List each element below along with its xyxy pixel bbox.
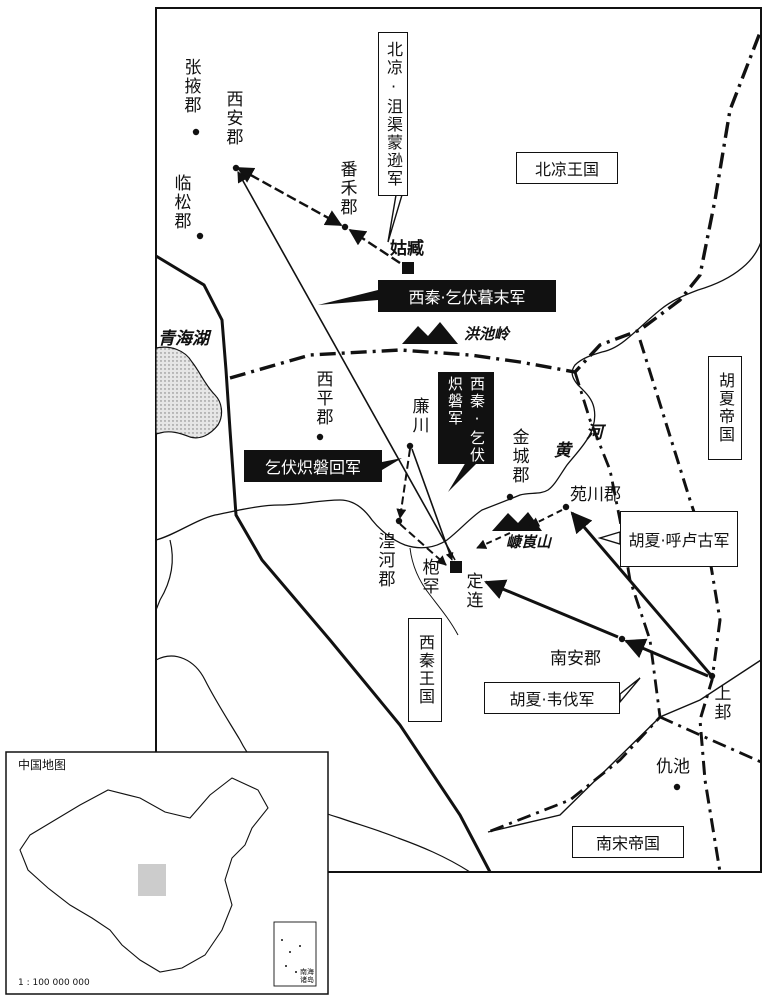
label-baohan: 枹罕	[418, 558, 439, 596]
city-dot-shanggui	[708, 672, 716, 680]
inset-south-sea-box	[273, 921, 317, 987]
label-zhangye: 张掖郡	[180, 58, 201, 115]
city-dot-baohan	[450, 561, 462, 573]
xiqin-west-border	[155, 254, 492, 873]
xiqin-east-border	[487, 371, 662, 834]
city-dot-jincheng	[506, 493, 514, 501]
map-frame	[155, 7, 762, 873]
city-dot-huanghe	[395, 517, 403, 525]
label-lianchuan: 廉川	[408, 397, 429, 435]
label-huanghe: 湟河郡	[374, 532, 395, 589]
beiliang-border	[229, 29, 763, 380]
city-dot-linsong	[196, 232, 204, 240]
city-dot-nanan	[618, 635, 626, 643]
box-xiqin-yifu-mumo: 西秦·乞伏暮末军	[378, 280, 556, 312]
label-qiuchi: 仇池	[656, 757, 690, 777]
box-xiqin-state: 西秦王国	[408, 618, 442, 722]
qinghai-lake	[155, 346, 223, 439]
label-qinglang: 嵻崀山	[506, 533, 552, 551]
box-yifu-chipan-return: 乞伏炽磐回军	[244, 450, 382, 482]
label-xian: 西安郡	[222, 90, 243, 147]
label-fanhe: 番禾郡	[336, 160, 357, 217]
box-xiqin-yifu-chipan: 西秦·乞伏炽磐军	[438, 372, 494, 464]
city-dot-yuanchuan	[562, 503, 570, 511]
inset-scale: 1 : 100 000 000	[18, 978, 90, 988]
city-dot-xiping	[316, 433, 324, 441]
city-dot-qiuchi	[673, 783, 681, 791]
city-dot-fanhe	[341, 223, 349, 231]
box-huxia-hulugu: 胡夏·呼卢古军	[620, 511, 738, 567]
label-nanan: 南安郡	[550, 649, 601, 669]
label-river-huang: 黄	[554, 441, 571, 461]
inset-south-sea-label: 南海诸岛	[300, 968, 314, 984]
label-river-he: 河	[586, 423, 603, 443]
label-jincheng: 金城郡	[508, 428, 529, 485]
label-guzang: 姑臧	[390, 239, 424, 259]
inset-highlight-region	[138, 864, 166, 896]
box-huxia-state: 胡夏帝国	[708, 356, 742, 460]
inset-title: 中国地图	[18, 758, 67, 772]
qinglang-mountain-icon	[492, 512, 542, 531]
city-dot-zhangye	[192, 128, 200, 136]
box-beiliang-state: 北凉王国	[516, 152, 618, 184]
huxia-border	[638, 339, 722, 873]
label-shanggui: 上邽	[710, 684, 731, 722]
label-yuanchuan: 苑川郡	[570, 485, 621, 505]
label-linsong: 临松郡	[170, 174, 191, 231]
city-dot-guzang	[402, 262, 414, 274]
hongchi-mountain-icon	[402, 322, 458, 344]
label-xiping: 西平郡	[312, 370, 333, 427]
city-dot-lianchuan	[406, 442, 414, 450]
box-beiliang-army: 北凉·沮渠蒙逊军	[378, 32, 408, 196]
yellow-river	[155, 241, 762, 549]
label-hongchi: 洪池岭	[464, 325, 510, 343]
box-huxia-wei: 胡夏·韦伐军	[484, 682, 620, 714]
box-nansong-state: 南宋帝国	[572, 826, 684, 858]
label-dinglian: 定连	[462, 572, 483, 610]
label-qinghai-lake: 青海湖	[158, 329, 209, 349]
